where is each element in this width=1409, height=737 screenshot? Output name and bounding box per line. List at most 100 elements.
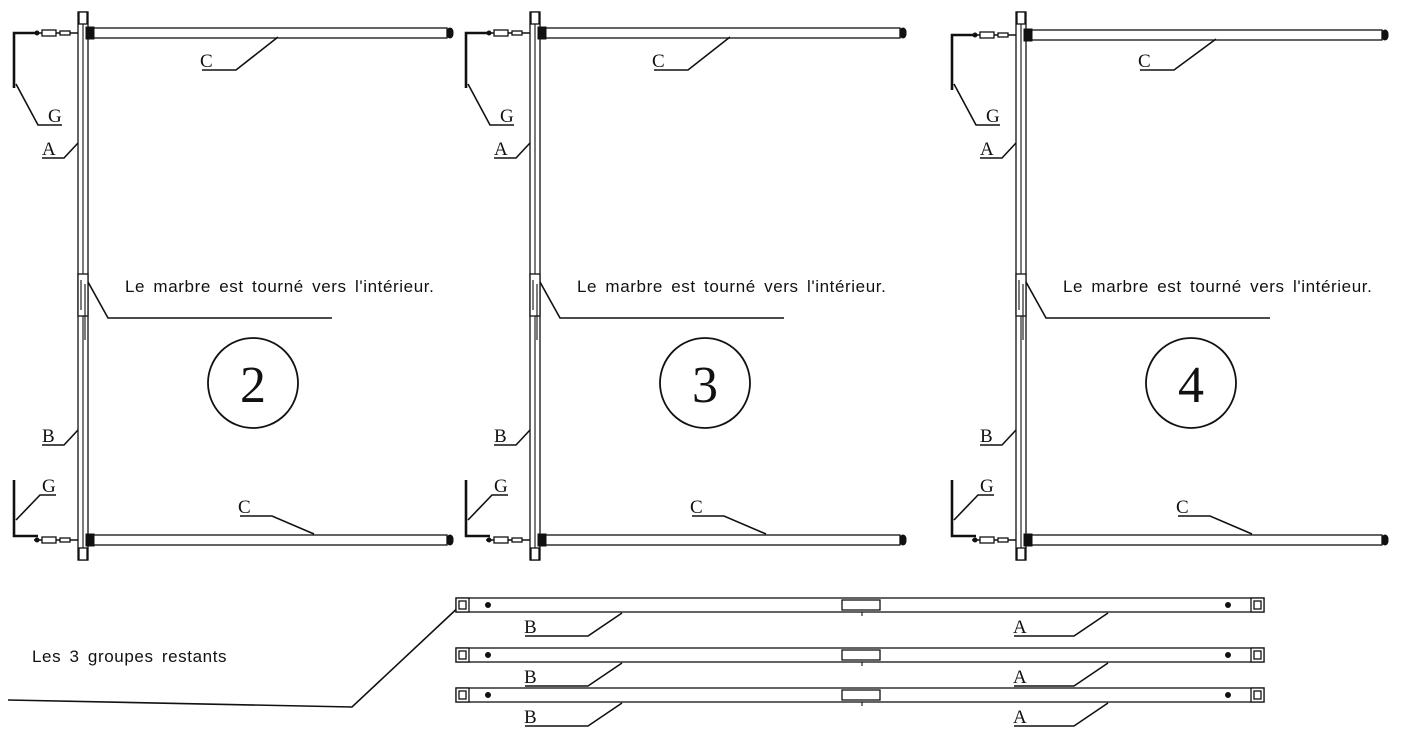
bolt-head [486, 537, 492, 543]
leader-b [525, 662, 623, 687]
label-a: A [1013, 617, 1027, 638]
bolt-sleeve [979, 536, 995, 544]
bottom-rail [537, 533, 907, 547]
allen-key-bottom [950, 480, 976, 538]
label-c-bottom: C [238, 497, 251, 518]
leader-g-bottom [467, 494, 508, 521]
rail-tube [87, 27, 448, 39]
rail-end-cap [446, 534, 454, 546]
bolt-sleeve [493, 536, 509, 544]
post-joint [841, 689, 881, 701]
leader-note [87, 281, 332, 319]
step-number-circle [1145, 337, 1237, 429]
label-a: A [42, 139, 56, 160]
leader-g-bottom [15, 494, 56, 521]
label-b: B [42, 426, 55, 447]
bottom-rail [1023, 533, 1389, 547]
leader-b [525, 612, 623, 637]
post-joint [1015, 273, 1027, 317]
rail-connector [537, 533, 547, 547]
post-hole-left [485, 652, 491, 658]
label-b: B [494, 426, 507, 447]
rail-end-cap [899, 27, 907, 39]
label-g-top: G [986, 106, 1000, 127]
allen-key-top [464, 31, 490, 88]
label-b: B [524, 667, 537, 688]
rail-end-cap [1381, 29, 1389, 41]
rail-connector [85, 533, 95, 547]
leader-g-top [953, 83, 1000, 126]
post-top-cap [78, 11, 88, 25]
rail-connector [537, 26, 547, 40]
post-end-left-inner [458, 600, 467, 610]
bottom-rail [85, 533, 454, 547]
label-c-bottom: C [690, 497, 703, 518]
leader-b [494, 429, 531, 446]
marble-note: Le marbre est tourné vers l'intérieur. [125, 277, 434, 296]
step-number: 3 [692, 357, 718, 414]
label-a: A [494, 139, 508, 160]
post-end-right-inner [1253, 650, 1262, 660]
leader-c-top [202, 36, 279, 71]
bolt-sleeve [979, 31, 995, 39]
bolt-nut [511, 537, 523, 543]
label-g-bottom: G [494, 476, 508, 497]
bolt-nut [59, 537, 71, 543]
post-bottom-cap [1016, 547, 1026, 561]
top-rail [85, 26, 454, 40]
label-g-top: G [48, 106, 62, 127]
post-hole-left [485, 692, 491, 698]
post-bottom-cap [78, 547, 88, 561]
label-g-top: G [500, 106, 514, 127]
bolt-sleeve [41, 29, 57, 37]
leader-note [1025, 281, 1270, 319]
allen-key-bottom [12, 480, 38, 538]
leader-a [1014, 662, 1109, 687]
bolt-sleeve [493, 29, 509, 37]
label-b: B [980, 426, 993, 447]
rail-tube [539, 27, 901, 39]
post-joint [841, 599, 881, 611]
rail-end-cap [899, 534, 907, 546]
remaining-groups-leader [7, 602, 464, 708]
step-number-circle [659, 337, 751, 429]
post-hole-left [485, 602, 491, 608]
top-rail [1023, 28, 1389, 42]
leader-b [42, 429, 79, 446]
allen-key-bottom [464, 480, 490, 538]
leader-c-bottom [692, 515, 767, 535]
bolt-nut [511, 30, 523, 36]
label-c-top: C [652, 51, 665, 72]
marble-note: Le marbre est tourné vers l'intérieur. [577, 277, 886, 296]
post-bottom-cap [530, 547, 540, 561]
leader-g-top [15, 83, 62, 126]
label-a: A [1013, 667, 1027, 688]
rail-tube [87, 534, 448, 546]
label-a: A [1013, 707, 1027, 728]
bolt-nut [997, 32, 1009, 38]
rail-tube [1025, 29, 1383, 41]
rail-connector [1023, 533, 1033, 547]
rail-connector [85, 26, 95, 40]
rail-end-cap [446, 27, 454, 39]
post-hole-right [1225, 692, 1231, 698]
post-hole-right [1225, 652, 1231, 658]
bolt-head [972, 537, 978, 543]
leader-c-top [654, 36, 731, 71]
leader-c-bottom [240, 515, 315, 535]
bolt-sleeve [41, 536, 57, 544]
leader-a [42, 142, 79, 159]
marble-note: Le marbre est tourné vers l'intérieur. [1063, 277, 1372, 296]
step-number: 4 [1178, 357, 1204, 414]
leader-a [494, 142, 531, 159]
step-number-circle [207, 337, 299, 429]
leader-c-top [1140, 38, 1217, 71]
rail-tube [1025, 534, 1383, 546]
leader-a [1014, 702, 1109, 727]
leader-note [539, 281, 784, 319]
label-a: A [980, 139, 994, 160]
